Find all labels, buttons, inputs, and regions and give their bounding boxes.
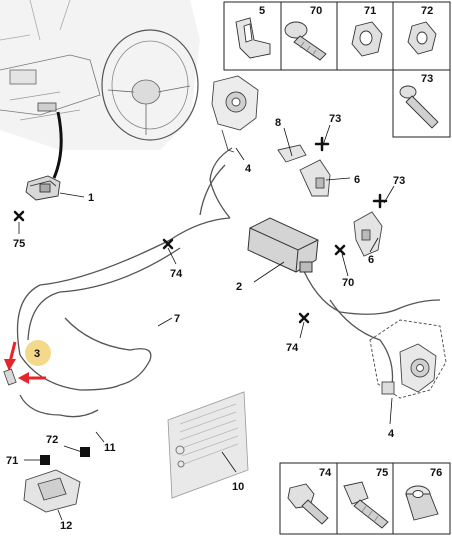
parts-grid-top: 5 70 71 72 73 [223,1,451,138]
part-76-spacer-icon [405,485,439,521]
callout-2: 2 [236,281,242,293]
callout-70a: 70 [342,277,354,289]
callout-8: 8 [275,117,281,129]
red-arrows [4,341,46,384]
callout-6a: 6 [354,174,360,186]
bracket-upper [277,144,331,197]
callout-labels: 1 75 74 4 8 6 73 6 73 70 2 74 7 3 4 11 1… [6,113,405,532]
cable-run [16,147,441,418]
callout-7: 7 [174,313,180,325]
callout-4a: 4 [245,163,252,175]
callout-72: 72 [46,434,58,446]
callout-1: 1 [88,192,94,204]
part-73-number: 73 [421,73,433,85]
cable-clip [23,469,81,513]
callout-4b: 4 [388,428,395,440]
rear-caliper [369,319,447,399]
part-76-number: 76 [430,467,442,479]
upper-caliper [211,75,259,153]
part-73-screw-icon [399,85,439,129]
callout-6b: 6 [368,254,374,266]
part-75-number: 75 [376,467,388,479]
part-74-number: 74 [319,467,332,479]
part-5-clip-icon [235,17,271,59]
control-switch [25,175,61,201]
callout-74b: 74 [286,342,299,354]
dashboard-inset [0,0,200,150]
callout-74a: 74 [170,268,183,280]
fastener-marks [13,136,388,324]
warning-label-sticker [167,391,249,499]
callout-11: 11 [104,442,116,454]
part-75-screw-icon [343,481,389,529]
part-72-nut-icon [407,21,437,55]
leader-lines [18,124,395,521]
callout-12: 12 [60,520,72,532]
callout-71: 71 [6,455,18,467]
square-mark-71 [40,455,50,465]
part-72-number: 72 [421,5,433,17]
callout-73b: 73 [393,175,405,187]
part-3-element [3,368,17,386]
brake-ecu [247,217,319,273]
part-70-screw-icon [284,21,327,61]
part-70-number: 70 [310,5,322,17]
callout-73a: 73 [329,113,341,125]
callout-3: 3 [34,348,40,360]
callout-10: 10 [232,481,244,493]
bracket-lower [353,211,383,257]
part-5-number: 5 [259,5,265,17]
part-71-nut-icon [351,21,383,57]
callout-75: 75 [13,238,25,250]
part-74-bolt-icon [287,483,329,525]
square-mark-72 [80,447,90,457]
part-3-highlight [25,340,51,366]
inset-leader [52,111,63,179]
parts-grid-bottom: 74 75 76 [279,462,451,535]
part-71-number: 71 [364,5,376,17]
